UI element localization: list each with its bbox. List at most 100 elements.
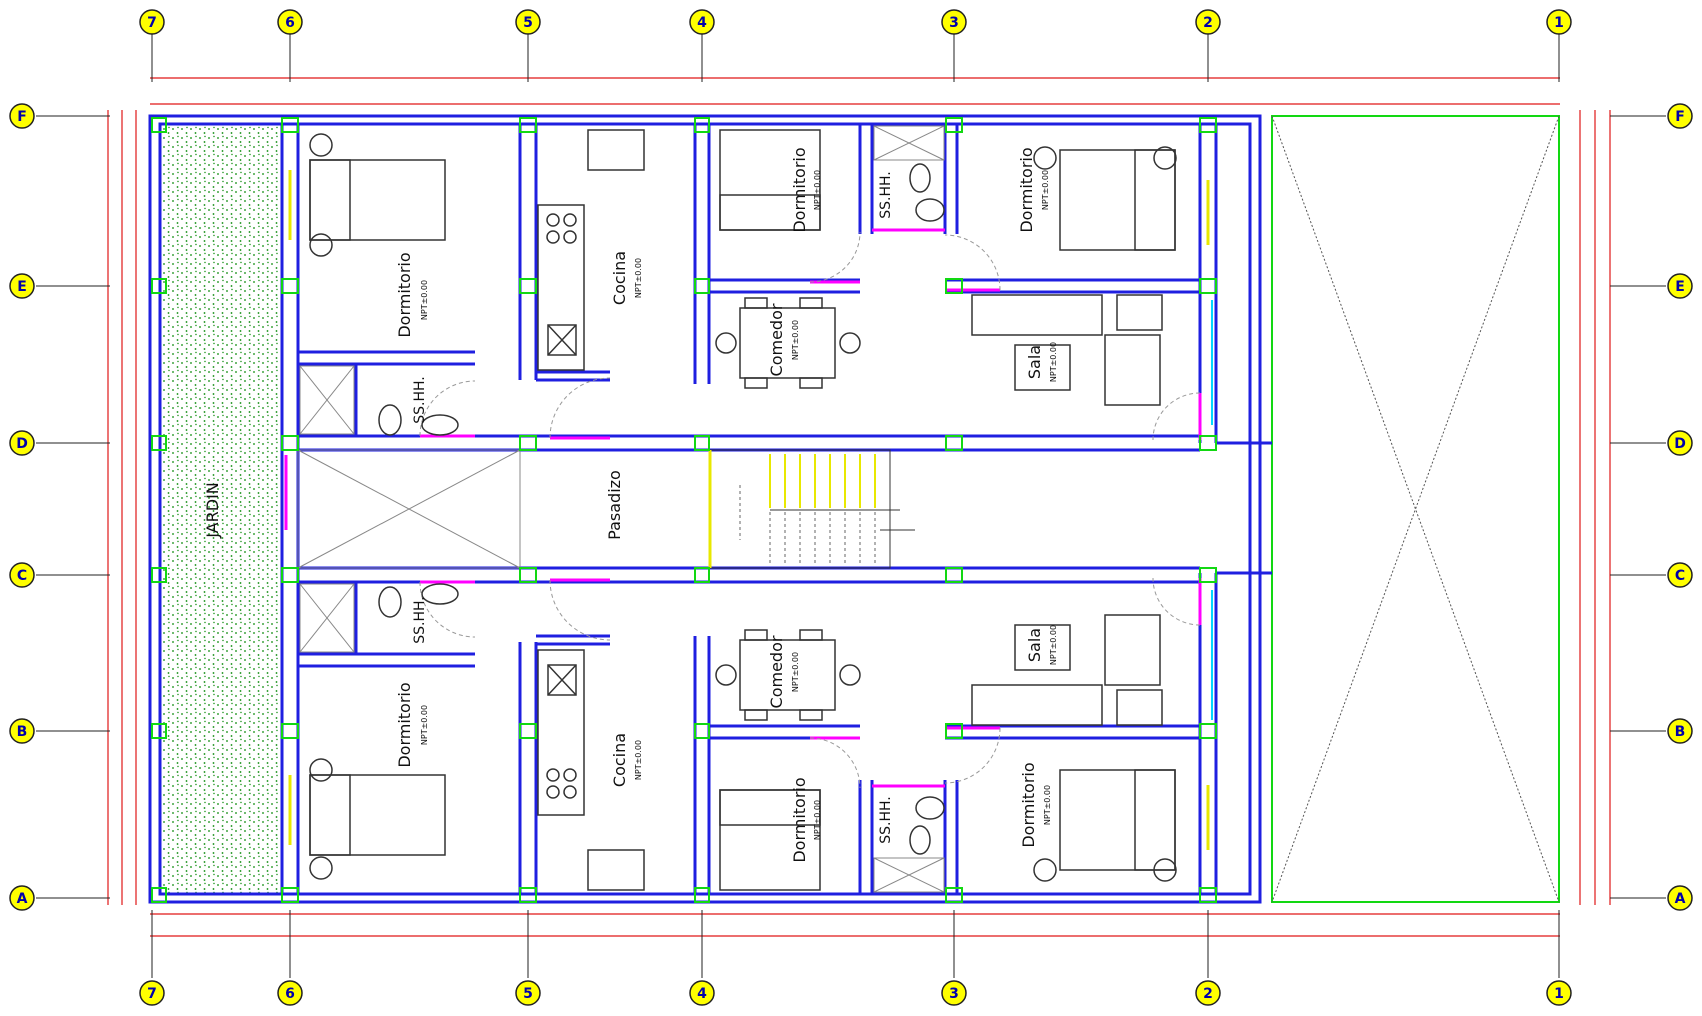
column-bubble-bottom-2-label: 2 — [1203, 986, 1213, 1002]
column-bubble-top-1-label: 1 — [1554, 15, 1564, 31]
label-jardin: JARDIN — [203, 482, 222, 539]
dimension-lines — [107, 77, 1611, 937]
level-9: NPT±0.00 — [813, 800, 822, 840]
column-bubble-bottom-4-label: 4 — [697, 986, 707, 1002]
row-bubble-right-C: C — [1667, 562, 1693, 588]
row-bubble-left-A-label: A — [17, 891, 28, 907]
row-bubble-right-F: F — [1667, 103, 1693, 129]
level-12: NPT±0.00 — [1049, 625, 1058, 665]
row-bubble-right-A-label: A — [1675, 891, 1686, 907]
level-3: NPT±0.00 — [813, 170, 822, 210]
label-dormitorio-6: Dormitorio — [1019, 762, 1038, 847]
row-bubble-right-F-label: F — [1675, 109, 1685, 125]
doors — [284, 228, 1202, 788]
structural-columns — [151, 117, 1217, 903]
column-bubble-top-6-label: 6 — [285, 15, 295, 31]
row-bubble-left-D-label: D — [16, 436, 28, 452]
shower-areas — [299, 125, 945, 893]
row-bubble-right-D-label: D — [1674, 436, 1686, 452]
room-labels: JARDIN Pasadizo Dormitorio Dormitorio Do… — [203, 147, 1044, 862]
row-bubble-left-C-label: C — [17, 568, 27, 584]
label-sshh-2: SS.HH. — [412, 596, 428, 643]
label-dormitorio-3: Dormitorio — [1017, 147, 1036, 232]
column-bubble-top-3-label: 3 — [949, 15, 959, 31]
level-5: NPT±0.00 — [791, 320, 800, 360]
column-bubble-bottom-2: 2 — [1195, 980, 1221, 1006]
void-area — [1271, 115, 1560, 903]
label-cocina-2: Cocina — [610, 733, 629, 787]
staircase — [708, 449, 915, 569]
level-6: NPT±0.00 — [1049, 342, 1058, 382]
row-bubble-right-A: A — [1667, 885, 1693, 911]
column-bubble-bottom-3: 3 — [941, 980, 967, 1006]
label-cocina-1: Cocina — [610, 251, 629, 305]
label-sala-2: Sala — [1025, 628, 1044, 662]
garden-area — [160, 122, 280, 897]
column-bubble-bottom-7: 7 — [139, 980, 165, 1006]
grid-axes — [36, 34, 1666, 978]
label-sshh-1: SS.HH. — [412, 376, 428, 423]
column-bubble-top-7: 7 — [139, 9, 165, 35]
column-bubble-top-3: 3 — [941, 9, 967, 35]
label-pasadizo: Pasadizo — [605, 470, 624, 540]
level-10: NPT±0.00 — [1043, 785, 1052, 825]
row-bubble-right-E: E — [1667, 273, 1693, 299]
column-bubble-bottom-1: 1 — [1546, 980, 1572, 1006]
windows — [288, 170, 1210, 850]
column-bubble-top-4: 4 — [689, 9, 715, 35]
column-bubble-bottom-5: 5 — [515, 980, 541, 1006]
row-grid-bubbles: F F E E D D C C B B A A — [9, 103, 1693, 911]
column-bubble-top-5: 5 — [515, 9, 541, 35]
label-dormitorio-4: Dormitorio — [395, 682, 414, 767]
column-bubble-bottom-4: 4 — [689, 980, 715, 1006]
column-bubble-bottom-1-label: 1 — [1554, 986, 1564, 1002]
column-bubble-bottom-3-label: 3 — [949, 986, 959, 1002]
label-sshh-3: SS.HH. — [878, 171, 894, 218]
level-4: NPT±0.00 — [1041, 170, 1050, 210]
row-bubble-left-B-label: B — [17, 724, 28, 740]
row-bubble-left-F-label: F — [17, 109, 27, 125]
column-grid-bubbles: 7 7 6 6 5 5 4 4 3 3 2 2 1 1 — [139, 9, 1572, 1006]
row-bubble-left-A: A — [9, 885, 35, 911]
column-bubble-bottom-6-label: 6 — [285, 986, 295, 1002]
label-dormitorio-1: Dormitorio — [395, 252, 414, 337]
row-bubble-right-D: D — [1667, 430, 1693, 456]
level-2: NPT±0.00 — [634, 258, 643, 298]
column-bubble-top-7-label: 7 — [147, 15, 157, 31]
level-8: NPT±0.00 — [634, 740, 643, 780]
door-swings — [419, 231, 1201, 789]
column-bubble-bottom-7-label: 7 — [147, 986, 157, 1002]
column-bubble-top-6: 6 — [277, 9, 303, 35]
level-1: NPT±0.00 — [420, 280, 429, 320]
row-bubble-left-B: B — [9, 718, 35, 744]
row-bubble-right-E-label: E — [1675, 279, 1685, 295]
row-bubble-left-E-label: E — [17, 279, 27, 295]
column-bubble-top-2: 2 — [1195, 9, 1221, 35]
label-sala-1: Sala — [1025, 345, 1044, 379]
column-bubble-top-1: 1 — [1546, 9, 1572, 35]
column-bubble-bottom-5-label: 5 — [523, 986, 533, 1002]
column-bubble-top-5-label: 5 — [523, 15, 533, 31]
column-bubble-top-4-label: 4 — [697, 15, 707, 31]
label-comedor-2: Comedor — [767, 635, 786, 708]
row-bubble-right-C-label: C — [1675, 568, 1685, 584]
label-dormitorio-2: Dormitorio — [790, 147, 809, 232]
level-7: NPT±0.00 — [420, 705, 429, 745]
row-bubble-left-F: F — [9, 103, 35, 129]
row-bubble-left-C: C — [9, 562, 35, 588]
row-bubble-right-B: B — [1667, 718, 1693, 744]
row-bubble-right-B-label: B — [1675, 724, 1686, 740]
label-dormitorio-5: Dormitorio — [790, 777, 809, 862]
corridor-cross — [297, 449, 521, 569]
void-cross — [1271, 115, 1560, 903]
column-bubble-bottom-6: 6 — [277, 980, 303, 1006]
furniture — [309, 129, 1177, 891]
label-sshh-4: SS.HH. — [878, 796, 894, 843]
level-labels: NPT±0.00 NPT±0.00 NPT±0.00 NPT±0.00 NPT±… — [420, 170, 1058, 840]
level-11: NPT±0.00 — [791, 652, 800, 692]
column-bubble-top-2-label: 2 — [1203, 15, 1213, 31]
label-comedor-1: Comedor — [767, 303, 786, 376]
row-bubble-left-E: E — [9, 273, 35, 299]
